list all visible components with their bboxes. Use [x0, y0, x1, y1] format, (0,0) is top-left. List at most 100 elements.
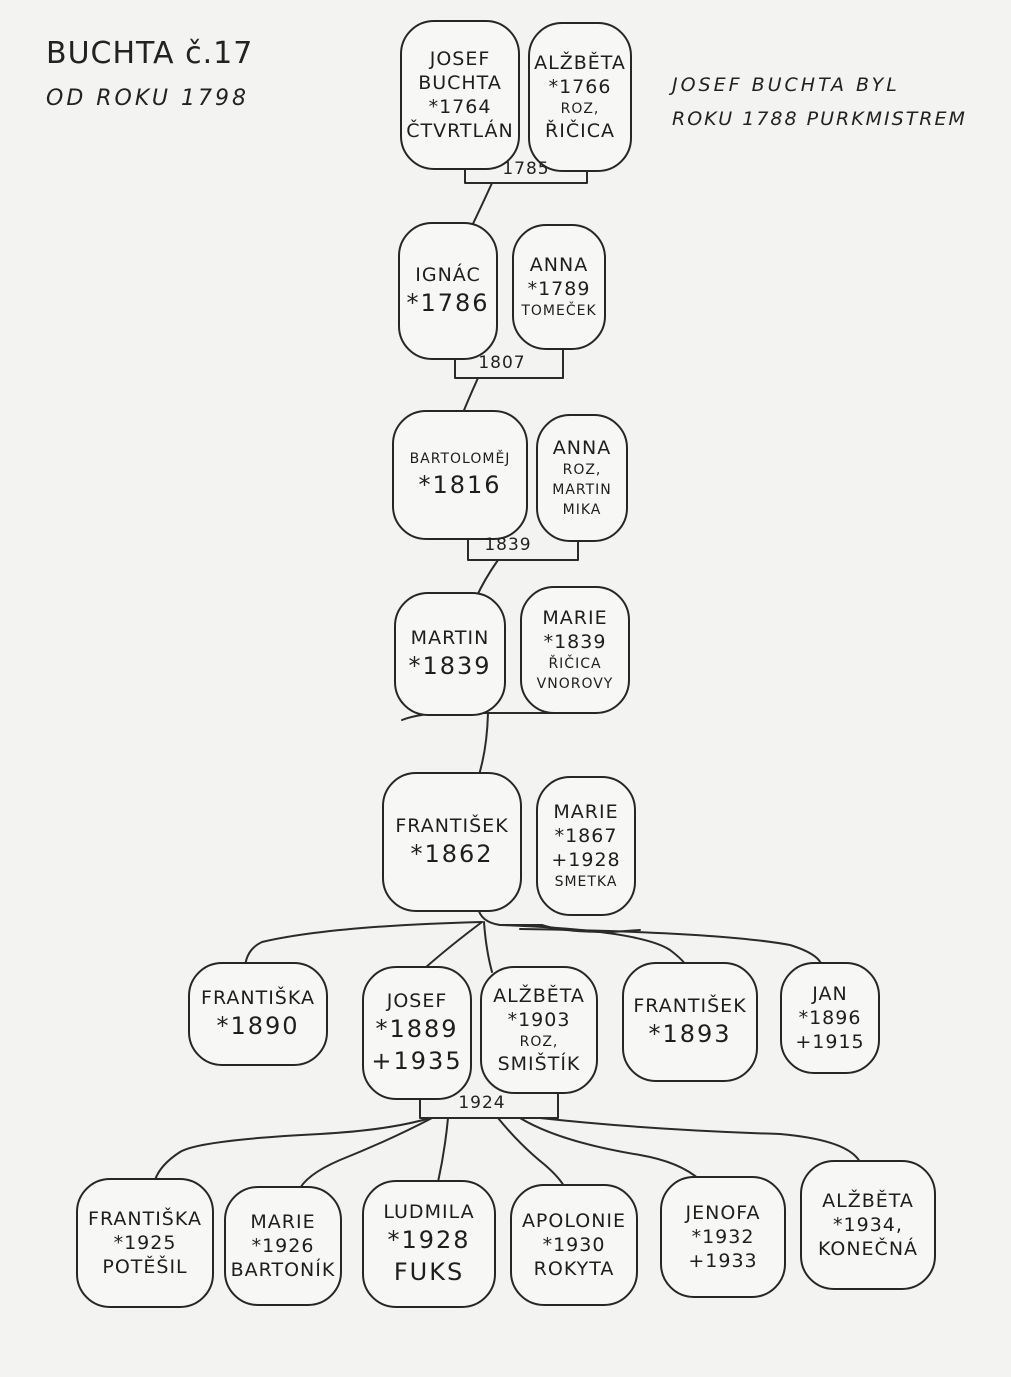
person-name: ANNA: [552, 437, 612, 459]
person-anna-mika: ANNA ROZ, MARTIN MIKA: [536, 414, 628, 542]
house-title: BUCHTA č.17: [46, 36, 254, 71]
person-maiden-name: SMETKA: [554, 874, 618, 890]
person-death: +1935: [371, 1047, 463, 1075]
marriage-bracket-1785: [464, 166, 588, 184]
person-name: FRANTIŠKA: [88, 1208, 202, 1230]
child-line-frantiska1890: [244, 921, 483, 971]
person-josef-1764: JOSEF BUCHTA *1764 ČTVRTLÁN: [400, 20, 520, 170]
person-jan-1896: JAN *1896 +1915: [780, 962, 880, 1074]
child-line-frantiska1925: [154, 1117, 431, 1181]
person-martin-1839: MARTIN *1839: [394, 592, 506, 716]
person-name: APOLONIE: [521, 1210, 627, 1232]
person-birth: *1889: [375, 1015, 459, 1043]
person-name: JOSEF: [386, 990, 448, 1012]
person-anna-1789: ANNA *1789 TOMEČEK: [512, 224, 606, 350]
person-marie-1867: MARIE *1867 +1928 SMETKA: [536, 776, 636, 916]
child-line-jenofa1932: [519, 1117, 701, 1181]
marriage-bracket-1807: [454, 347, 564, 379]
person-birth: *1928: [387, 1226, 471, 1254]
person-birth: *1930: [542, 1234, 606, 1256]
person-death: +1915: [795, 1031, 865, 1053]
person-name: FRANTIŠKA: [201, 987, 315, 1009]
marriage-year-1839: 1839: [484, 535, 532, 555]
person-spouse: ROKYTA: [533, 1258, 615, 1280]
child-line-alzbeta1934: [539, 1117, 861, 1163]
person-alzbeta-1766: ALŽBĚTA *1766 ROZ, ŘIČICA: [528, 22, 632, 172]
person-alzbeta-1903: ALŽBĚTA *1903 ROZ, SMIŠTÍK: [480, 966, 598, 1094]
person-origin: VNOROVY: [536, 676, 614, 692]
person-birth: *1816: [418, 471, 502, 499]
person-birth: *1925: [113, 1232, 177, 1254]
person-ludmila-1928: LUDMILA *1928 FUKS: [362, 1180, 496, 1308]
child-line-ludmila1928: [437, 1117, 449, 1183]
person-spouse: KONEČNÁ: [817, 1238, 919, 1260]
person-spouse: POTĚŠIL: [102, 1256, 188, 1278]
person-spouse: FUKS: [393, 1258, 465, 1286]
person-name: ALŽBĚTA: [493, 985, 585, 1007]
person-name: LUDMILA: [383, 1201, 475, 1223]
person-name: JAN: [812, 983, 848, 1005]
child-line-alzbeta: [483, 921, 493, 973]
person-name: MARTIN: [410, 627, 490, 649]
person-frantiska-1925: FRANTIŠKA *1925 POTĚŠIL: [76, 1178, 214, 1308]
person-maiden-name: MARTIN: [552, 482, 612, 498]
descent-line-4: [477, 712, 489, 779]
child-line-josef1889: [424, 921, 483, 969]
child-line-marie1926: [297, 1117, 433, 1193]
person-spouse: BARTONÍK: [230, 1259, 336, 1281]
person-birth: *1896: [798, 1007, 862, 1029]
person-birth: *1766: [548, 76, 612, 98]
marriage-year-1807: 1807: [478, 353, 526, 373]
person-marie-1926: MARIE *1926 BARTONÍK: [224, 1186, 342, 1306]
person-death: +1928: [551, 849, 621, 871]
person-frantisek-1893: FRANTIŠEK *1893: [622, 962, 758, 1082]
person-name: ALŽBĚTA: [822, 1190, 914, 1212]
marriage-bracket-1839: [467, 536, 579, 561]
person-maiden-prefix: ROZ,: [560, 101, 600, 117]
person-birth: *1932: [691, 1226, 755, 1248]
person-birth: *1786: [406, 289, 490, 317]
person-birth: *1926: [251, 1235, 315, 1257]
person-name: ANNA: [529, 254, 589, 276]
marriage-year-1785: 1785: [502, 159, 550, 179]
person-apolonie-1930: APOLONIE *1930 ROKYTA: [510, 1184, 638, 1306]
person-name: MARIE: [542, 607, 608, 629]
person-name: MARIE: [250, 1211, 316, 1233]
person-name: FRANTIŠEK: [633, 995, 747, 1017]
person-maiden-prefix: ROZ,: [519, 1034, 559, 1050]
person-birth: *1839: [543, 631, 607, 653]
child-line-apolonie1930: [497, 1117, 566, 1189]
person-birth: *1903: [507, 1009, 571, 1031]
person-maiden-name: ŘIČICA: [545, 120, 615, 142]
person-maiden-prefix: ROZ,: [562, 462, 602, 478]
person-birth: *1862: [410, 840, 494, 868]
person-frantiska-1890: FRANTIŠKA *1890: [188, 962, 328, 1066]
person-marie-1839: MARIE *1839 ŘIČICA VNOROVY: [520, 586, 630, 714]
person-ignac-1786: IGNÁC *1786: [398, 222, 498, 360]
since-year-note: OD ROKU 1798: [46, 86, 249, 111]
person-name: JENOFA: [685, 1202, 761, 1224]
person-birth: *1839: [408, 652, 492, 680]
person-jenofa-1932: JENOFA *1932 +1933: [660, 1176, 786, 1298]
person-bartolomej-1816: BARTOLOMĚJ *1816: [392, 410, 528, 540]
person-birth: *1934,: [833, 1214, 903, 1236]
marriage-bracket-1924: [419, 1089, 559, 1119]
person-status: ČTVRTLÁN: [406, 120, 514, 142]
person-name: FRANTIŠEK: [395, 815, 509, 837]
person-surname: BUCHTA: [418, 72, 502, 94]
person-alzbeta-1934: ALŽBĚTA *1934, KONEČNÁ: [800, 1160, 936, 1290]
person-birth: *1764: [428, 96, 492, 118]
person-birth: *1890: [216, 1012, 300, 1040]
person-name: IGNÁC: [415, 264, 481, 286]
marriage-year-1924: 1924: [458, 1093, 506, 1113]
person-birth: *1789: [527, 278, 591, 300]
person-birth: *1893: [648, 1020, 732, 1048]
person-josef-1889: JOSEF *1889 +1935: [362, 966, 472, 1100]
person-birth: *1867: [554, 825, 618, 847]
person-maiden-name: SMIŠTÍK: [497, 1053, 581, 1075]
person-maiden-name: TOMEČEK: [521, 303, 597, 319]
person-name: ALŽBĚTA: [534, 52, 626, 74]
person-maiden-surname: MIKA: [562, 502, 602, 518]
burgomaster-note-line-1: JOSEF BUCHTA BYL: [672, 74, 900, 96]
